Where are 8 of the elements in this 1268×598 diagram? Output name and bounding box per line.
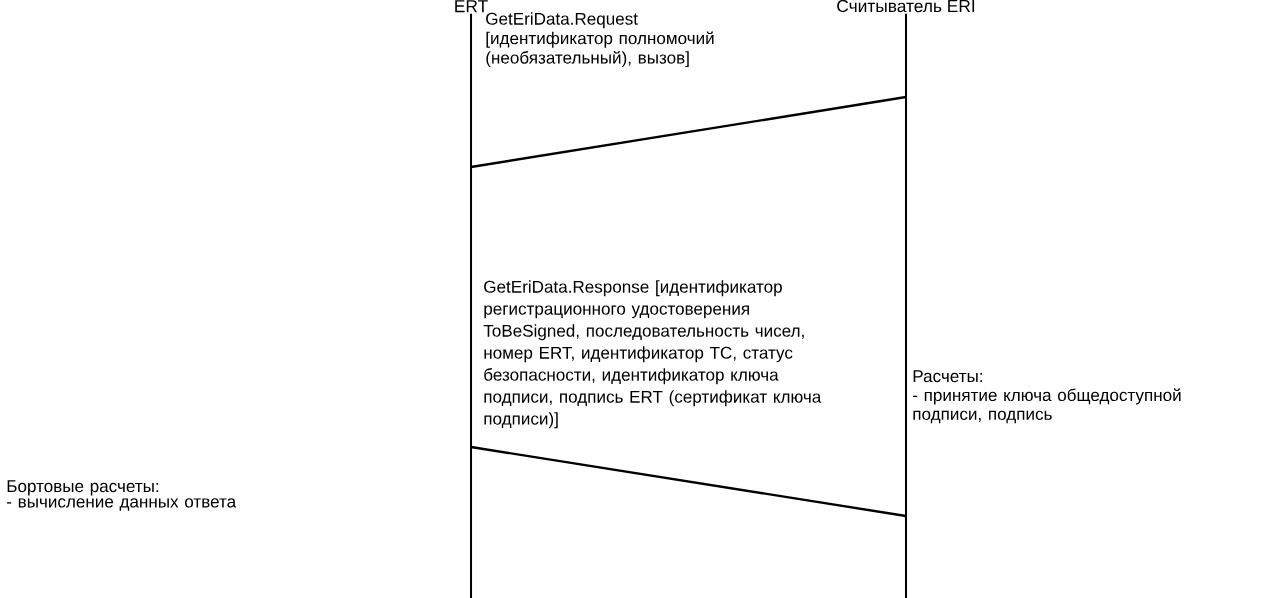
note-text: Расчеты: bbox=[913, 370, 982, 383]
message-line bbox=[470, 445, 907, 518]
message-text: GetEriData.Request [идентификатор полномочий (необязательный), вызов] bbox=[486, 12, 714, 68]
note-text: Бортовые расчеты: bbox=[7, 480, 159, 496]
note-text: - принятие ключа общедоступной подписи, подпись bbox=[913, 388, 1181, 424]
note-text: - вычисление данных ответа bbox=[7, 498, 237, 511]
message-line bbox=[470, 95, 907, 169]
message-text: GetEriData.Response [идентификатор регистрационного удостоверения ToBeSigned, последовательность чисел, номер ERT, идентификатор ТС, статус безопасности, идентификатор ключа подписи, подпись ERT (сертификат ключа подписи)] bbox=[483, 280, 822, 429]
